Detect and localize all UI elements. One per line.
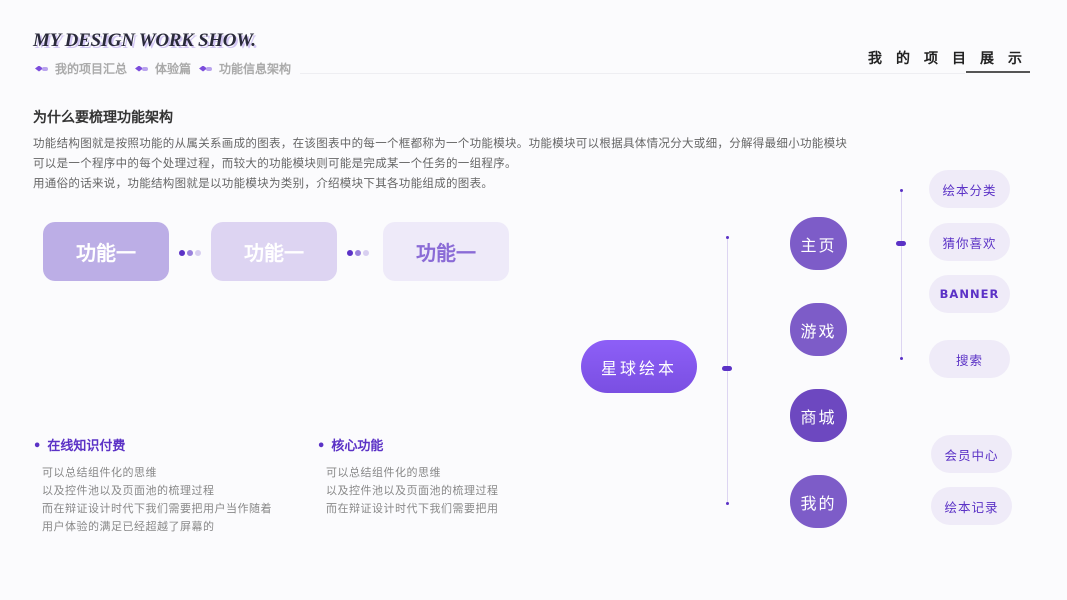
section-core-function: 核心功能 可以总结组件化的思维 以及控件池以及页面池的梳理过程 而在辩证设计时代… xyxy=(317,435,499,518)
text-line: 以及控件池以及页面池的梳理过程 xyxy=(42,484,215,497)
nav-project-showcase[interactable]: 我的项目展示 xyxy=(868,51,1036,67)
text-line: 而在辩证设计时代下我们需要把用户当作随着 xyxy=(42,502,272,515)
header-divider xyxy=(300,73,965,74)
function-box: 功能一 xyxy=(43,222,169,281)
leaf-node: 猜你喜欢 xyxy=(929,223,1010,261)
line-endpoint xyxy=(900,189,903,192)
intro-paragraph: 功能结构图就是按照功能的从属关系画成的图表，在该图表中的每一个框都称为一个功能模… xyxy=(33,133,847,193)
node-shop: 商城 xyxy=(790,389,847,442)
section-text: 可以总结组件化的思维 以及控件池以及页面池的梳理过程 而在辩证设计时代下我们需要… xyxy=(326,464,499,518)
arrow-icon xyxy=(199,65,213,73)
section-text: 可以总结组件化的思维 以及控件池以及页面池的梳理过程 而在辩证设计时代下我们需要… xyxy=(42,464,272,536)
line-endpoint xyxy=(726,236,729,239)
section-online-knowledge: 在线知识付费 可以总结组件化的思维 以及控件池以及页面池的梳理过程 而在辩证设计… xyxy=(33,435,272,536)
intro-line: 用通俗的话来说，功能结构图就是以功能模块为类别，介绍模块下其各功能组成的图表。 xyxy=(33,176,494,190)
text-line: 用户体验的满足已经超越了屏幕的 xyxy=(42,520,215,533)
breadcrumb-item[interactable]: 我的项目汇总 xyxy=(35,60,127,77)
breadcrumb-label: 功能信息架构 xyxy=(219,62,292,76)
text-line: 以及控件池以及页面池的梳理过程 xyxy=(326,484,499,497)
leaf-node: 绘本记录 xyxy=(931,487,1012,525)
breadcrumb-label: 我的项目汇总 xyxy=(55,62,128,76)
intro-line: 功能结构图就是按照功能的从属关系画成的图表，在该图表中的每一个框都称为一个功能模… xyxy=(33,136,848,150)
function-box: 功能一 xyxy=(383,222,509,281)
function-box: 功能一 xyxy=(211,222,337,281)
leaf-node: 绘本分类 xyxy=(929,170,1010,208)
breadcrumb: 我的项目汇总 体验篇 功能信息架构 xyxy=(35,60,299,77)
leaf-node: 会员中心 xyxy=(931,435,1012,473)
dots-connector xyxy=(179,250,201,256)
line-endpoint xyxy=(900,357,903,360)
node-home: 主页 xyxy=(790,217,847,270)
connector-marker xyxy=(896,241,906,246)
dots-connector xyxy=(347,250,369,256)
line-endpoint xyxy=(726,502,729,505)
breadcrumb-item[interactable]: 功能信息架构 xyxy=(199,60,291,77)
intro-line: 可以是一个程序中的每个处理过程，而较大的功能模块则可能是完成某一个任务的一组程序… xyxy=(33,156,517,170)
node-mine: 我的 xyxy=(790,475,847,528)
arrow-icon xyxy=(35,65,48,73)
page-title: MY DESIGN WORK SHOW. xyxy=(33,30,256,51)
node-games: 游戏 xyxy=(790,303,847,356)
breadcrumb-item[interactable]: 体验篇 xyxy=(135,60,191,77)
text-line: 可以总结组件化的思维 xyxy=(42,466,157,479)
section-title: 核心功能 xyxy=(317,435,499,454)
breadcrumb-label: 体验篇 xyxy=(155,62,192,76)
leaf-node: BANNER xyxy=(929,275,1010,313)
nav-underline xyxy=(966,71,1030,73)
root-node: 星球绘本 xyxy=(581,340,697,393)
section-title: 在线知识付费 xyxy=(33,435,272,454)
text-line: 而在辩证设计时代下我们需要把用 xyxy=(326,502,499,515)
connector-marker xyxy=(722,366,732,371)
section-heading: 为什么要梳理功能架构 xyxy=(33,110,173,126)
leaf-connector-line xyxy=(901,190,902,359)
leaf-node: 搜索 xyxy=(929,340,1010,378)
text-line: 可以总结组件化的思维 xyxy=(326,466,441,479)
arrow-icon xyxy=(135,65,149,73)
